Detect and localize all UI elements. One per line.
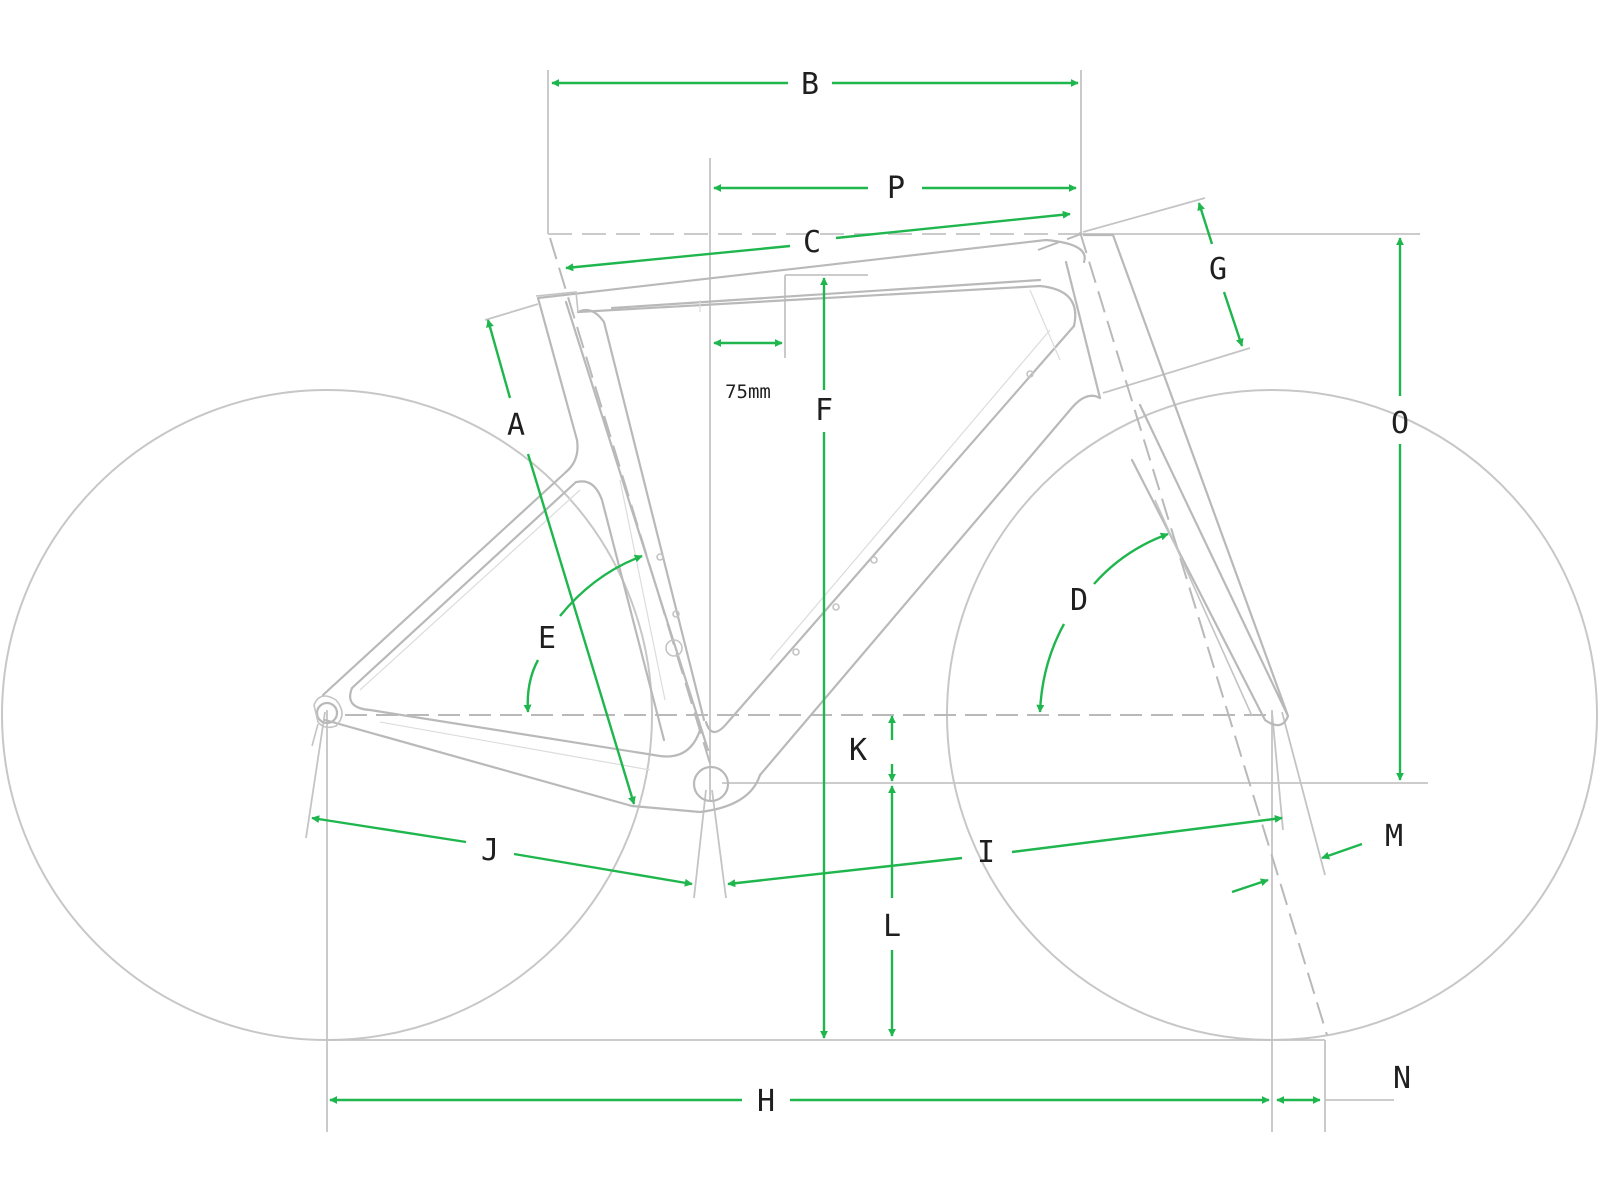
label-e: E [538,621,556,656]
label-m: M [1385,819,1403,854]
label-n: N [1393,1061,1411,1096]
frame [321,233,1290,814]
label-h: H [757,1084,775,1119]
label-k: K [849,733,867,768]
label-g: G [1209,252,1227,287]
label-j: J [481,833,499,868]
bottle-bolts [656,370,1034,656]
steering-axis [1079,231,1328,1036]
label-f: F [815,393,833,428]
reference-lines [305,70,1428,1132]
label-d: D [1070,583,1088,618]
label-a: A [507,408,525,443]
label-b: B [801,67,819,102]
label-p: P [887,171,905,206]
bottom-bracket [692,765,730,803]
rear-dropout [311,695,343,747]
brake-mount [665,639,683,657]
top-tube-stack-line [1037,233,1082,251]
label-o: O [1391,406,1409,441]
label-75mm: 75mm [725,381,771,403]
dimension-arrows [311,79,1404,1104]
label-c: C [803,225,821,260]
label-l: L [883,909,901,944]
label-i: I [977,835,995,870]
